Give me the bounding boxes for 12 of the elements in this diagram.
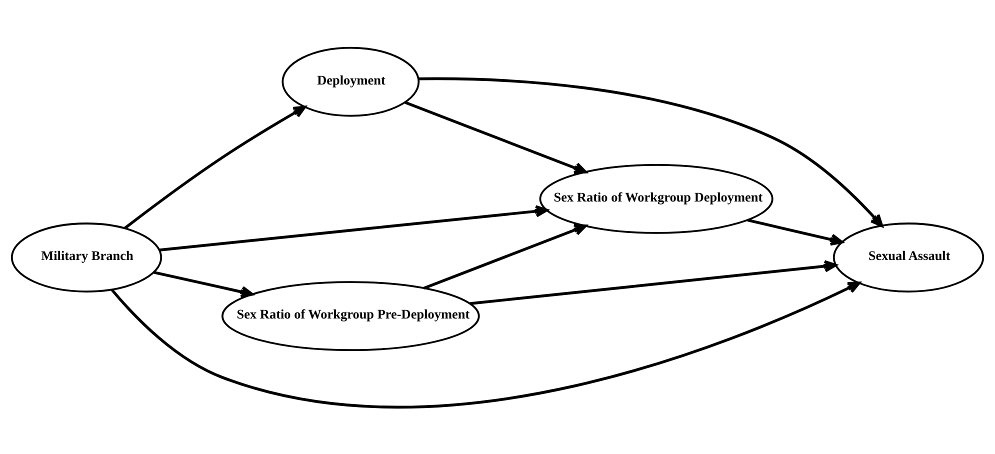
arrow bbox=[423, 223, 587, 289]
arrow bbox=[418, 76, 884, 227]
arrow bbox=[747, 218, 844, 246]
node-ellipse: Sex Ratio of Workgroup Pre-Deployment bbox=[222, 280, 480, 351]
arrow bbox=[124, 105, 306, 229]
arrow bbox=[154, 270, 254, 298]
arrow bbox=[159, 204, 548, 251]
arrow bbox=[470, 260, 837, 304]
node-ellipse: Sex Ratio of Workgroup Deployment bbox=[539, 163, 774, 234]
arrow bbox=[110, 281, 860, 408]
arrow bbox=[404, 100, 587, 174]
node-ellipse: Military Branch bbox=[10, 222, 162, 292]
